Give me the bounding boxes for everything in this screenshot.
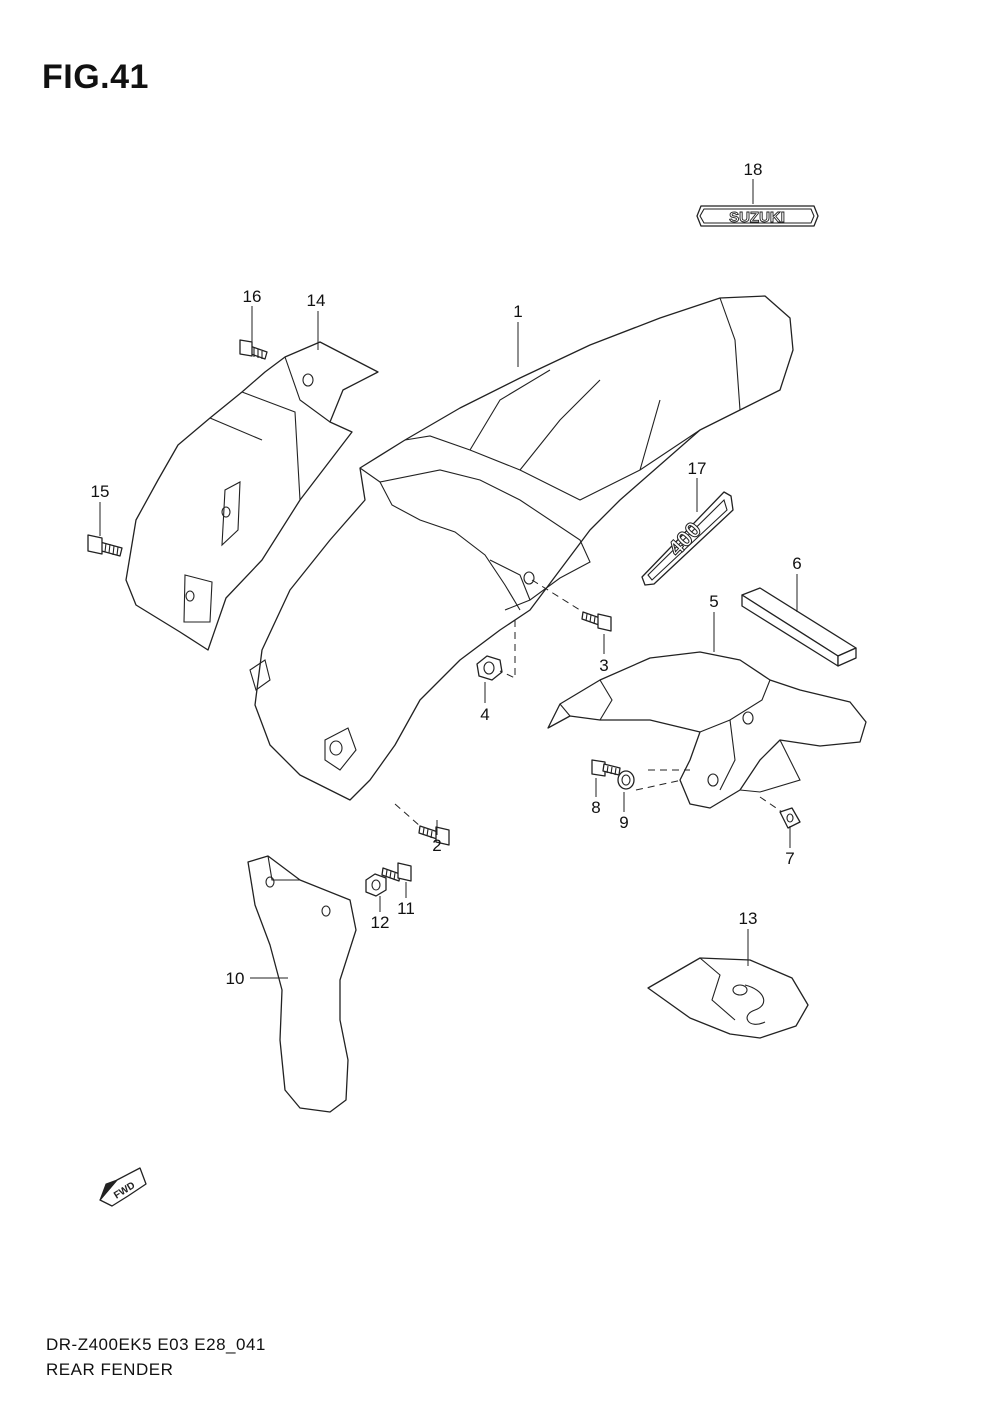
bolt-11 xyxy=(381,862,412,882)
suzuki-emblem-text: SUZUKI xyxy=(729,209,785,226)
callout-15: 15 xyxy=(91,482,110,501)
callout-14: 14 xyxy=(307,291,326,310)
figure-title: FIG.41 xyxy=(42,58,149,96)
bolt-15 xyxy=(87,534,123,557)
washer-9 xyxy=(617,770,635,790)
clip-nut-7 xyxy=(779,807,801,829)
assembly-lines xyxy=(394,579,783,827)
suzuki-emblem: SUZUKI xyxy=(696,205,819,227)
nut-4 xyxy=(476,655,503,681)
callout-4: 4 xyxy=(480,705,489,724)
fwd-direction-arrow-icon: FWD xyxy=(99,1167,147,1207)
callout-3: 3 xyxy=(599,656,608,675)
bolt-3 xyxy=(581,611,612,632)
callout-11: 11 xyxy=(397,899,415,918)
nut-12 xyxy=(365,873,387,897)
callout-6: 6 xyxy=(792,554,801,573)
leader-lines xyxy=(99,179,798,979)
callout-9: 9 xyxy=(619,813,628,832)
model-code: DR-Z400EK5 E03 E28_041 xyxy=(46,1335,266,1354)
rear-fender xyxy=(249,295,794,801)
foam-strip xyxy=(741,587,857,667)
label-pad xyxy=(647,957,809,1039)
callout-1: 1 xyxy=(513,302,522,321)
callout-16: 16 xyxy=(243,287,262,306)
mud-flap xyxy=(247,855,357,1113)
callout-17: 17 xyxy=(688,459,707,478)
callout-7: 7 xyxy=(785,849,794,868)
callout-13: 13 xyxy=(739,909,758,928)
bolt-2 xyxy=(418,825,450,846)
fender-inner-cover xyxy=(547,651,867,809)
section-name: REAR FENDER xyxy=(46,1360,174,1379)
callout-2: 2 xyxy=(432,836,441,855)
callout-labels: 1 2 3 4 5 6 7 8 9 10 11 12 13 14 15 16 1… xyxy=(91,160,802,988)
callout-12: 12 xyxy=(371,913,390,932)
inner-fender-plate xyxy=(125,341,379,651)
bolt-8 xyxy=(591,759,621,777)
bolt-16 xyxy=(239,339,268,360)
callout-18: 18 xyxy=(744,160,763,179)
callout-5: 5 xyxy=(709,592,718,611)
callout-10: 10 xyxy=(226,969,245,988)
callout-8: 8 xyxy=(591,798,600,817)
model-400-emblem: 400 xyxy=(641,491,734,586)
